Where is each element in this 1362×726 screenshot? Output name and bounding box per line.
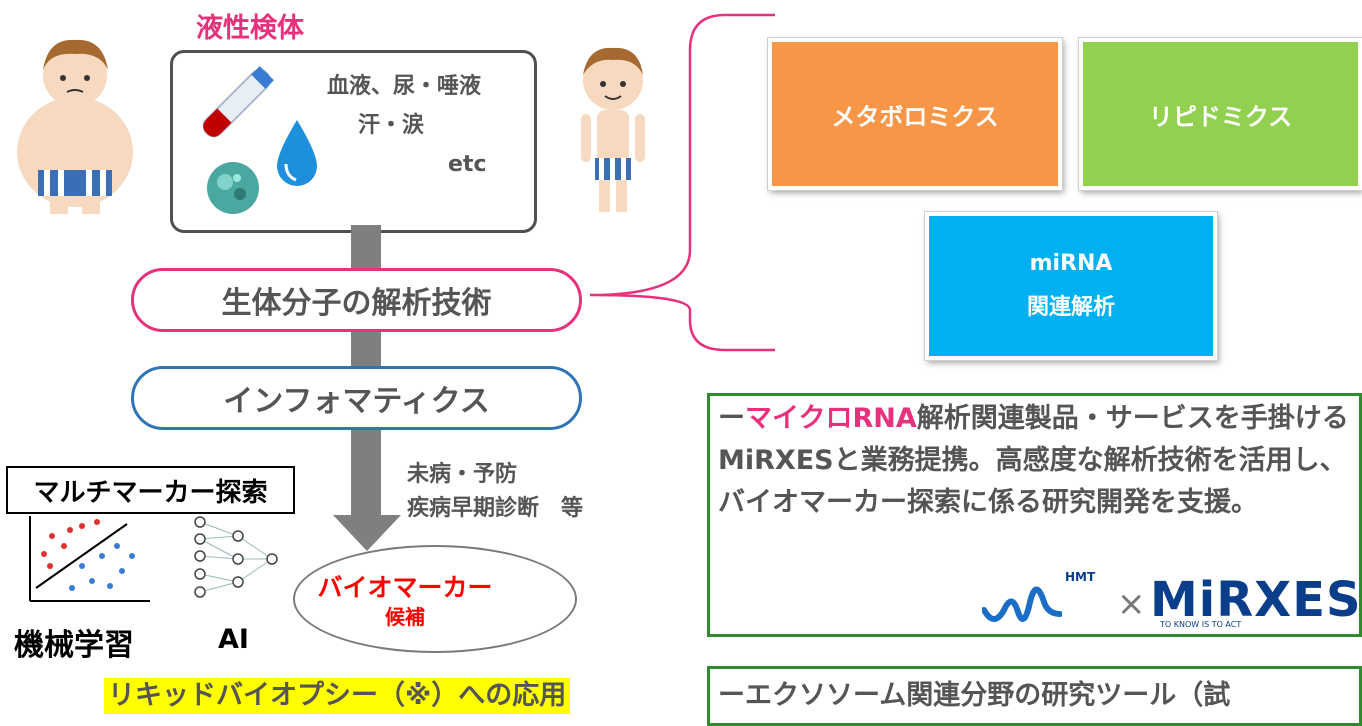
neural-network-icon <box>194 516 278 598</box>
process-arrow-head <box>333 515 401 551</box>
biomarker-label: バイオマーカー <box>317 573 493 602</box>
liquid-biopsy-label: リキッドバイオプシー（※）への応用 <box>104 678 571 714</box>
metabolomics-label: メタボロミクス <box>831 102 999 131</box>
mirna-analysis-tile: miRNA 関連解析 <box>924 211 1218 361</box>
mirxes-logo: MiRXES <box>1150 572 1362 628</box>
specimen-title: 液性検体 <box>196 13 304 44</box>
mirxes-dash: ー <box>718 403 745 434</box>
lipidomics-tile: リピドミクス <box>1078 37 1362 191</box>
mirxes-partnership-text: ーマイクロRNA解析関連製品・サービスを手掛けるMiRXESと業務提携。高感度な… <box>718 398 1361 524</box>
mirna-label: miRNA <box>1029 251 1113 276</box>
microrna-highlight: マイクロRNA <box>745 403 917 434</box>
specimen-line-3: etc <box>448 152 487 177</box>
cell-microscopy-icon <box>207 162 259 214</box>
hmt-wave-logo-icon <box>982 586 1062 623</box>
hmt-logo-text: HMT <box>1065 570 1096 584</box>
water-drop-icon <box>277 120 317 186</box>
analysis-technology-label: 生体分子の解析技術 <box>221 286 492 321</box>
analysis-technology-pill: 生体分子の解析技術 <box>131 268 582 332</box>
slim-child-illustration <box>581 47 645 212</box>
machine-learning-label: 機械学習 <box>14 628 134 663</box>
mirna-related-analysis-label: 関連解析 <box>1026 295 1115 320</box>
metabolomics-tile: メタボロミクス <box>767 37 1063 191</box>
specimen-line-1: 血液、尿・唾液 <box>327 74 482 99</box>
mirxes-description: 解析関連製品・サービスを手掛けるMiRXESと業務提携。高感度な解析技術を活用し… <box>718 403 1361 518</box>
exosome-text: ーエクソソーム関連分野の研究ツール（試 <box>718 680 1231 711</box>
multimarker-search-box: マルチマーカー探索 <box>6 466 295 514</box>
mirxes-partnership-box <box>707 393 1362 637</box>
ai-label: AI <box>218 624 249 655</box>
mirxes-tagline: TO KNOW IS TO ACT <box>1160 620 1242 629</box>
informatics-pill: インフォマティクス <box>131 366 582 430</box>
times-symbol: × <box>1117 584 1146 624</box>
overweight-child-illustration <box>17 39 133 214</box>
biomarker-candidate-label: 候補 <box>385 605 425 629</box>
multimarker-search-label: マルチマーカー探索 <box>33 477 268 508</box>
lipidomics-label: リピドミクス <box>1148 102 1293 131</box>
bracket-connector <box>589 13 775 352</box>
scatter-plot-icon <box>29 516 150 602</box>
applications-line-2: 疾病早期診断 等 <box>407 496 584 521</box>
specimen-line-2: 汗・涙 <box>358 113 425 138</box>
informatics-label: インフォマティクス <box>223 384 490 419</box>
applications-line-1: 未病・予防 <box>407 462 518 487</box>
test-tube-icon <box>202 66 274 138</box>
applications-text: 未病・予防 疾病早期診断 等 <box>407 458 583 526</box>
biomarker-ellipse <box>293 545 577 653</box>
